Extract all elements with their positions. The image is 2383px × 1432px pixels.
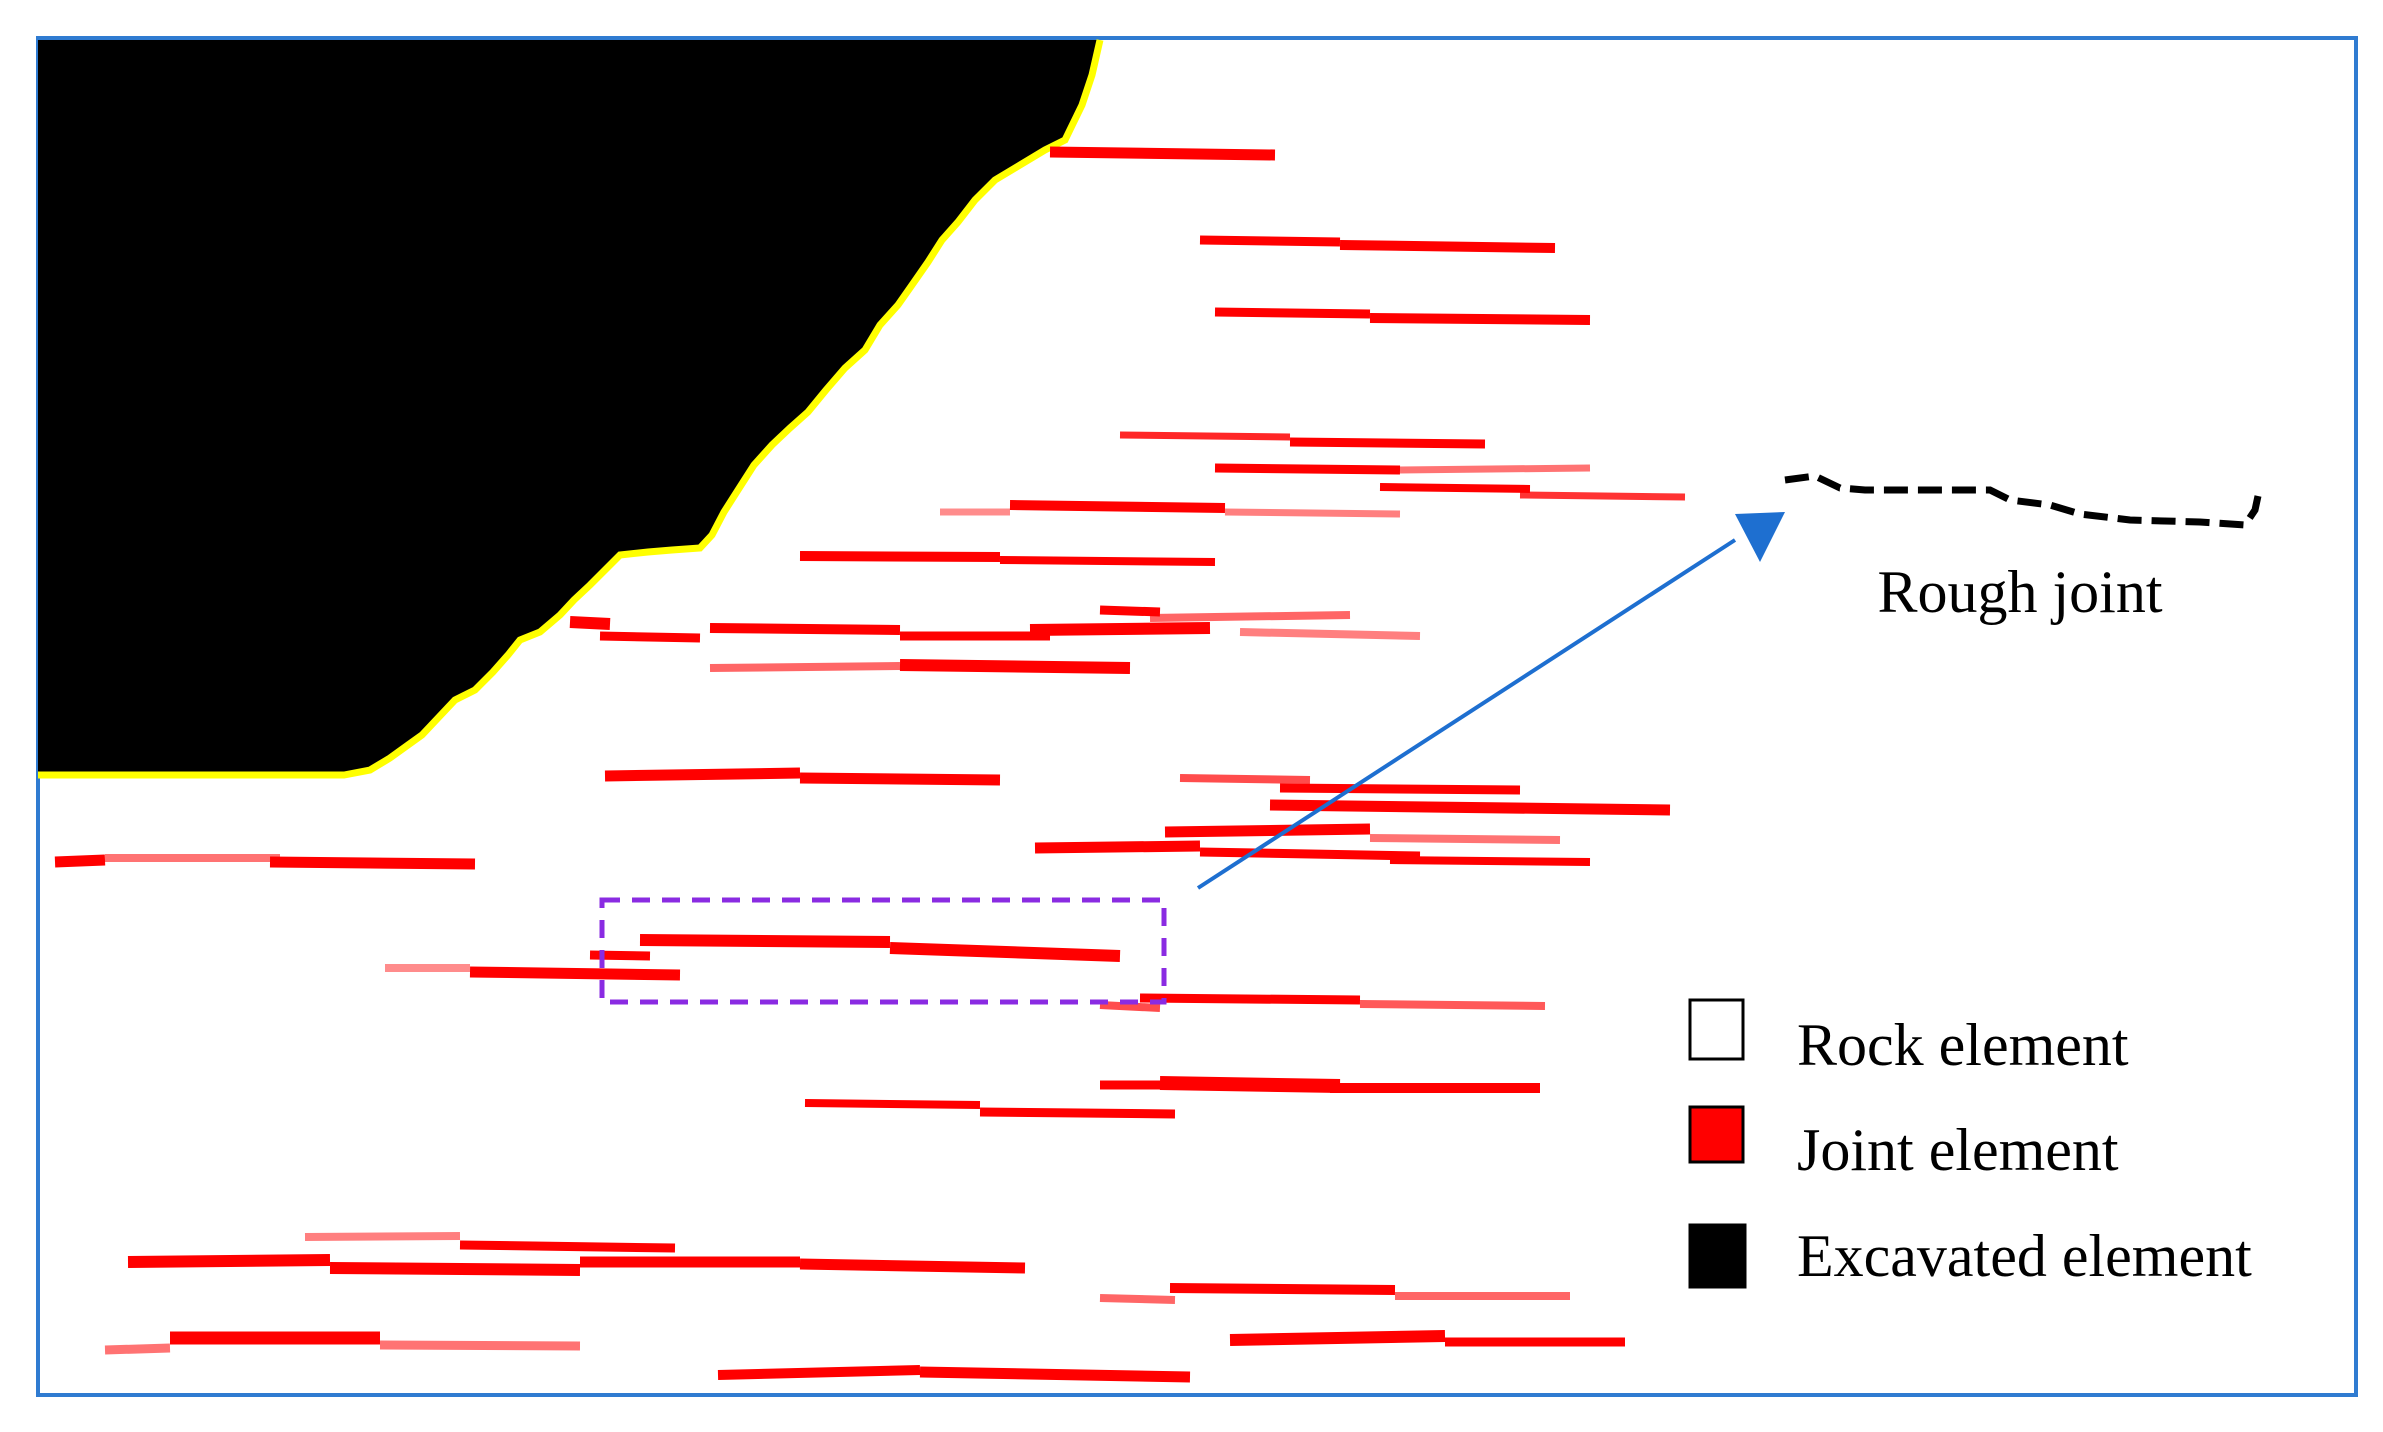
joint-segment: [1399, 464, 1591, 474]
joint-segment: [1369, 834, 1561, 844]
legend-label-excavated: Excavated element: [1797, 1223, 2252, 1289]
joint-segment: [54, 854, 106, 868]
arrow-head: [1735, 512, 1785, 562]
joint-segment: [1519, 491, 1686, 501]
joint-segment: [799, 551, 1001, 562]
joint-segment: [1149, 611, 1351, 622]
excavated-region: [38, 39, 1104, 779]
joint-segment: [1099, 1001, 1161, 1012]
highlight-box: [599, 897, 1167, 1005]
joint-segment: [379, 1340, 581, 1351]
joint-segment: [1049, 146, 1276, 161]
joint-segment: [1029, 622, 1211, 636]
joint-segment: [1224, 508, 1401, 518]
joint-segment: [1214, 307, 1371, 319]
joint-segment: [1179, 774, 1311, 784]
joint-segment: [304, 1232, 461, 1241]
joint-segment: [1279, 783, 1521, 795]
arrow-shaft: [1196, 538, 1737, 890]
joint-segment: [799, 1258, 1026, 1274]
joint-segment: [459, 1240, 676, 1253]
excavation-boundary: [38, 39, 1104, 779]
joint-segment: [899, 659, 1131, 674]
joint-segment: [1169, 1283, 1396, 1295]
joint-segment: [569, 616, 611, 630]
joint-segment: [1009, 500, 1226, 513]
rough-joint-label: Rough joint: [1877, 559, 2162, 625]
legend-swatch-rock: [1688, 998, 1745, 1061]
legend: Rock element Joint element Excavated ele…: [1688, 998, 2252, 1289]
joint-segment: [1239, 628, 1421, 640]
joint-segment: [709, 623, 901, 635]
joint-segment: [799, 772, 1001, 786]
callout-arrow: [1196, 512, 1785, 890]
rough-joint-profile: [1784, 472, 2262, 529]
legend-swatch-joint: [1688, 1105, 1745, 1164]
joint-elements: [54, 146, 1686, 1383]
joint-segment: [1369, 313, 1591, 325]
joint-segment: [127, 1254, 331, 1268]
joint-segment: [889, 942, 1121, 962]
excavated-area: [38, 40, 1100, 775]
joint-segment: [1269, 799, 1671, 816]
joint-segment: [1389, 856, 1591, 866]
joint-segment: [269, 856, 476, 870]
joint-segment: [329, 1262, 581, 1276]
joint-segment: [1099, 1294, 1176, 1304]
legend-label-joint: Joint element: [1797, 1117, 2119, 1183]
joint-segment: [1034, 840, 1201, 854]
joint-segment: [709, 662, 901, 672]
joint-segment: [1159, 1076, 1341, 1093]
joint-segment: [979, 1107, 1176, 1119]
joint-segment: [919, 1366, 1191, 1383]
joint-segment: [804, 1099, 981, 1109]
joint-segment: [1139, 993, 1361, 1005]
legend-swatch-excavated: [1688, 1223, 1747, 1289]
legend-label-rock: Rock element: [1797, 1012, 2129, 1078]
joint-segment: [104, 1343, 171, 1355]
joint-segment: [1199, 847, 1421, 861]
joint-segment: [1099, 605, 1161, 617]
joint-segment: [1379, 483, 1531, 493]
joint-segment: [604, 767, 801, 782]
joint-segment: [1199, 235, 1341, 247]
joint-segment: [1339, 240, 1556, 253]
joint-segment: [1289, 437, 1486, 449]
joint-segment: [717, 1365, 921, 1380]
joint-segment: [1359, 1000, 1546, 1010]
joint-segment: [589, 950, 651, 961]
joint-segment: [469, 966, 681, 981]
joint-segment: [639, 934, 891, 948]
joint-segment: [999, 556, 1216, 566]
joint-segment: [1214, 463, 1401, 475]
joint-segment: [1164, 823, 1371, 838]
joint-segment: [1119, 431, 1291, 441]
joint-segment: [599, 631, 701, 643]
joint-segment: [1229, 1330, 1446, 1346]
